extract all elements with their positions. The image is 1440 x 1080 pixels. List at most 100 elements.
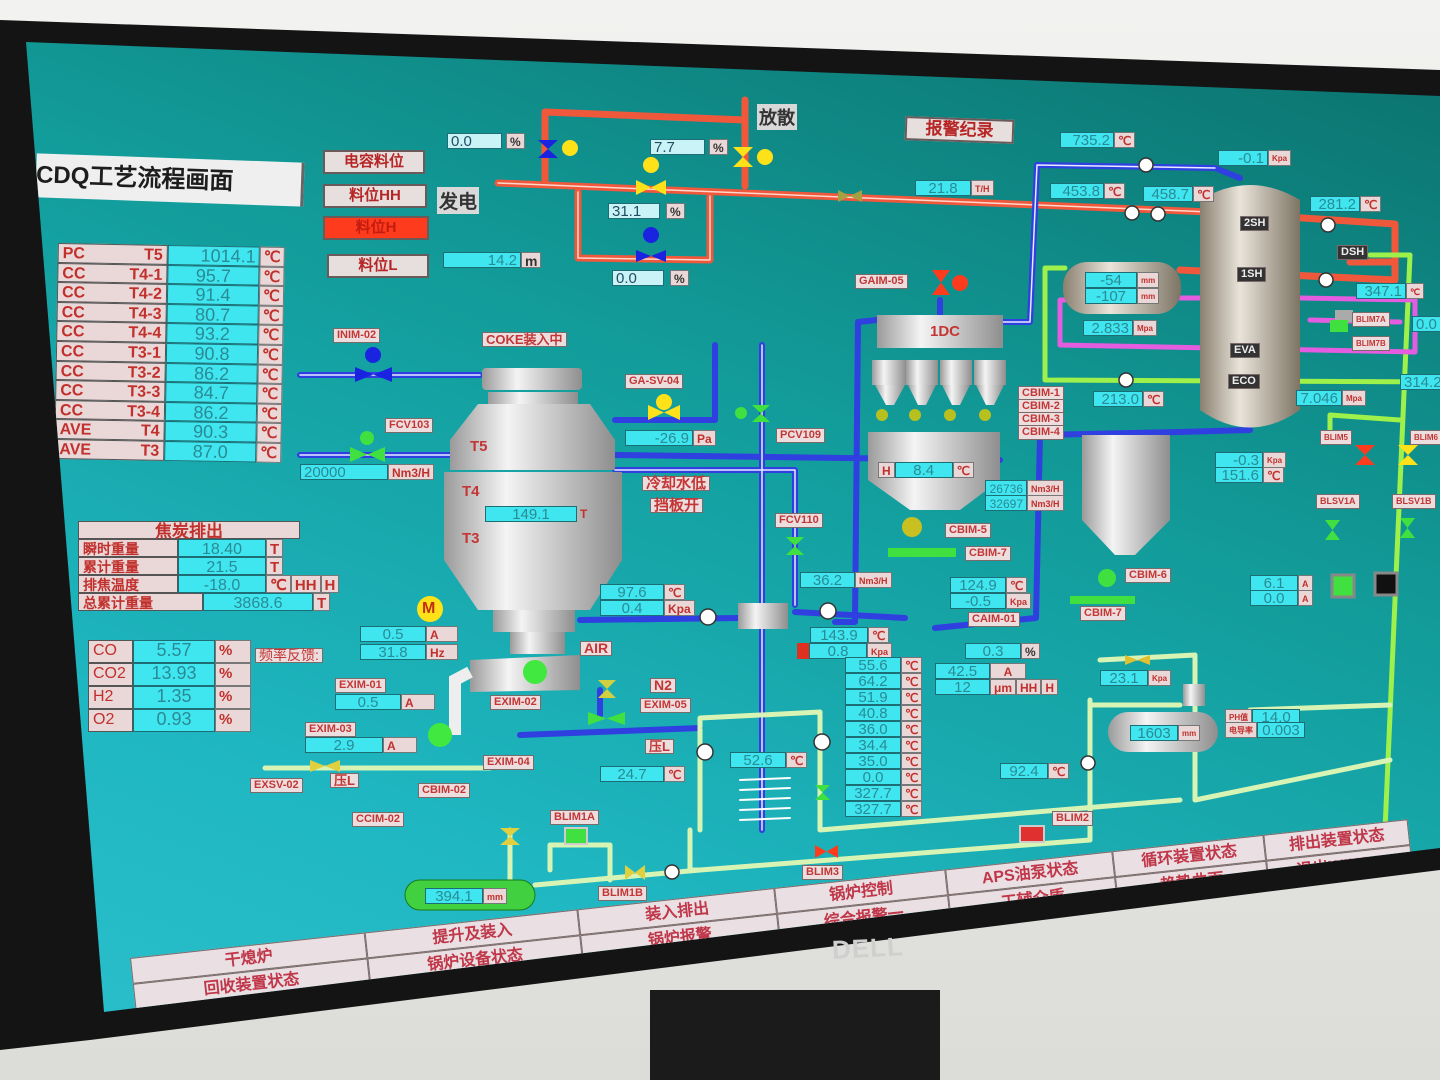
unit: T — [266, 539, 284, 558]
value: 347.1 — [1356, 283, 1406, 300]
cbim5-tag[interactable]: CBIM-5 — [945, 523, 991, 538]
value: 8.4 — [894, 462, 953, 479]
cbim6-tag[interactable]: CBIM-6 — [1125, 568, 1171, 583]
value: 5.57 — [133, 640, 215, 663]
exim04-tag[interactable]: EXIM-04 — [483, 755, 534, 770]
unit: % — [709, 139, 728, 155]
list-item: 327.7℃ — [845, 801, 923, 818]
value: 1.35 — [133, 686, 215, 709]
blim5-tag[interactable]: BLIM5 — [1320, 430, 1352, 445]
value: 87.0 — [164, 440, 257, 463]
cbim02-tag[interactable]: CBIM-02 — [418, 783, 471, 798]
t5-label: T5 — [470, 438, 488, 455]
value: 26736 — [985, 480, 1027, 496]
unit: ℃ — [258, 305, 284, 326]
unit: Mpa — [1342, 390, 1366, 406]
gas-inlet-temp-readout: 735.2℃ — [1060, 132, 1136, 149]
value: 3868.6 — [203, 593, 313, 612]
cbim2-tag[interactable]: CBIM-2 — [1018, 399, 1064, 414]
fcv103-tag[interactable]: FCV103 — [385, 418, 434, 433]
sh1-label: 1SH — [1237, 267, 1267, 282]
unit: ℃ — [901, 785, 923, 801]
heat-exchanger — [738, 603, 788, 629]
unit: ℃ — [664, 584, 686, 600]
exsv02-tag[interactable]: EXSV-02 — [250, 778, 303, 793]
blim3-tag[interactable]: BLIM3 — [802, 865, 843, 880]
unit: ℃ — [1143, 391, 1165, 407]
fan-inlet-temp-readout: 124.9℃ — [950, 577, 1028, 594]
unit: ℃ — [901, 769, 923, 785]
value: 84.7 — [165, 382, 258, 404]
level-hh-button[interactable]: 料位HH — [323, 184, 427, 208]
value: 0.5 — [360, 626, 426, 643]
value: -26.9 — [625, 430, 693, 447]
unit: ℃ — [952, 462, 975, 478]
level-l-button[interactable]: 料位L — [327, 254, 429, 278]
blim1a-tag[interactable]: BLIM1A — [550, 810, 599, 825]
cbim4-tag[interactable]: CBIM-4 — [1018, 425, 1064, 440]
unit: ℃ — [258, 324, 284, 345]
value: 0.4 — [600, 600, 664, 617]
coke-loading-status: COKE装入中 — [482, 332, 567, 347]
blim7b-tag[interactable]: BLIM7B — [1352, 336, 1390, 351]
blsv1a-tag[interactable]: BLSV1A — [1316, 494, 1360, 509]
unit: A — [383, 737, 417, 753]
value: 1014.1 — [167, 244, 260, 266]
value: 281.2 — [1310, 196, 1360, 213]
caim01-tag[interactable]: CAIM-01 — [968, 612, 1021, 627]
level-h-button[interactable]: 料位H — [323, 216, 429, 240]
exim05-tag[interactable]: EXIM-05 — [640, 698, 691, 713]
economizer-temp-readout: 213.0℃ — [1093, 391, 1165, 408]
pcv109-tag[interactable]: PCV109 — [776, 428, 825, 443]
cbim7-tag-2[interactable]: CBIM-7 — [1080, 606, 1126, 621]
cbim3-tag[interactable]: CBIM-3 — [1018, 412, 1064, 427]
motor-label: M — [422, 600, 436, 617]
gasv04-tag[interactable]: GA-SV-04 — [625, 374, 684, 389]
secondary-hopper — [1070, 435, 1170, 604]
exim01-tag[interactable]: EXIM-01 — [335, 678, 386, 693]
heat-exchanger-coil — [739, 777, 791, 821]
label: T4 — [140, 422, 160, 441]
water-temp-readout: 92.4℃ — [1000, 763, 1070, 780]
ccim02-tag[interactable]: CCIM-02 — [352, 812, 405, 827]
fcv110-tag[interactable]: FCV110 — [775, 513, 823, 528]
capacitance-level-button[interactable]: 电容料位 — [323, 150, 425, 174]
blim7a-tag[interactable]: BLIM7A — [1352, 312, 1390, 327]
value: 34.4 — [845, 737, 901, 754]
list-item: 0.0℃ — [845, 769, 923, 786]
value: 86.2 — [165, 362, 258, 384]
value: 36.0 — [845, 721, 901, 738]
cbim7-tag[interactable]: CBIM-7 — [965, 546, 1011, 561]
value: 92.4 — [1000, 763, 1048, 780]
unit: mm — [1137, 272, 1160, 288]
label: 电导率 — [1225, 722, 1257, 738]
blim6-tag[interactable]: BLIM6 — [1410, 430, 1440, 445]
list-item: 51.9℃ — [845, 689, 923, 706]
label: CC — [62, 264, 86, 283]
inim02-tag[interactable]: INIM-02 — [333, 328, 381, 343]
blim2-tag[interactable]: BLIM2 — [1052, 811, 1093, 826]
unit: % — [506, 133, 525, 149]
dsh-label: DSH — [1337, 245, 1369, 260]
label: H2 — [88, 686, 133, 709]
unit: ℃ — [266, 575, 291, 594]
label: CC — [61, 323, 85, 341]
label: CO — [88, 640, 133, 663]
value: 7.046 — [1296, 390, 1342, 407]
exim02-tag[interactable]: EXIM-02 — [490, 695, 541, 710]
label: 总累计重量 — [78, 593, 203, 611]
exim03-tag[interactable]: EXIM-03 — [305, 722, 356, 737]
alarm-log-button[interactable]: 报警纪录 — [904, 116, 1015, 144]
gaim05-tag[interactable]: GAIM-05 — [855, 274, 908, 289]
value: 314.2 — [1400, 374, 1440, 391]
blim1b-tag[interactable]: BLIM1B — [598, 886, 647, 901]
blsv1b-tag[interactable]: BLSV1B — [1392, 494, 1436, 509]
